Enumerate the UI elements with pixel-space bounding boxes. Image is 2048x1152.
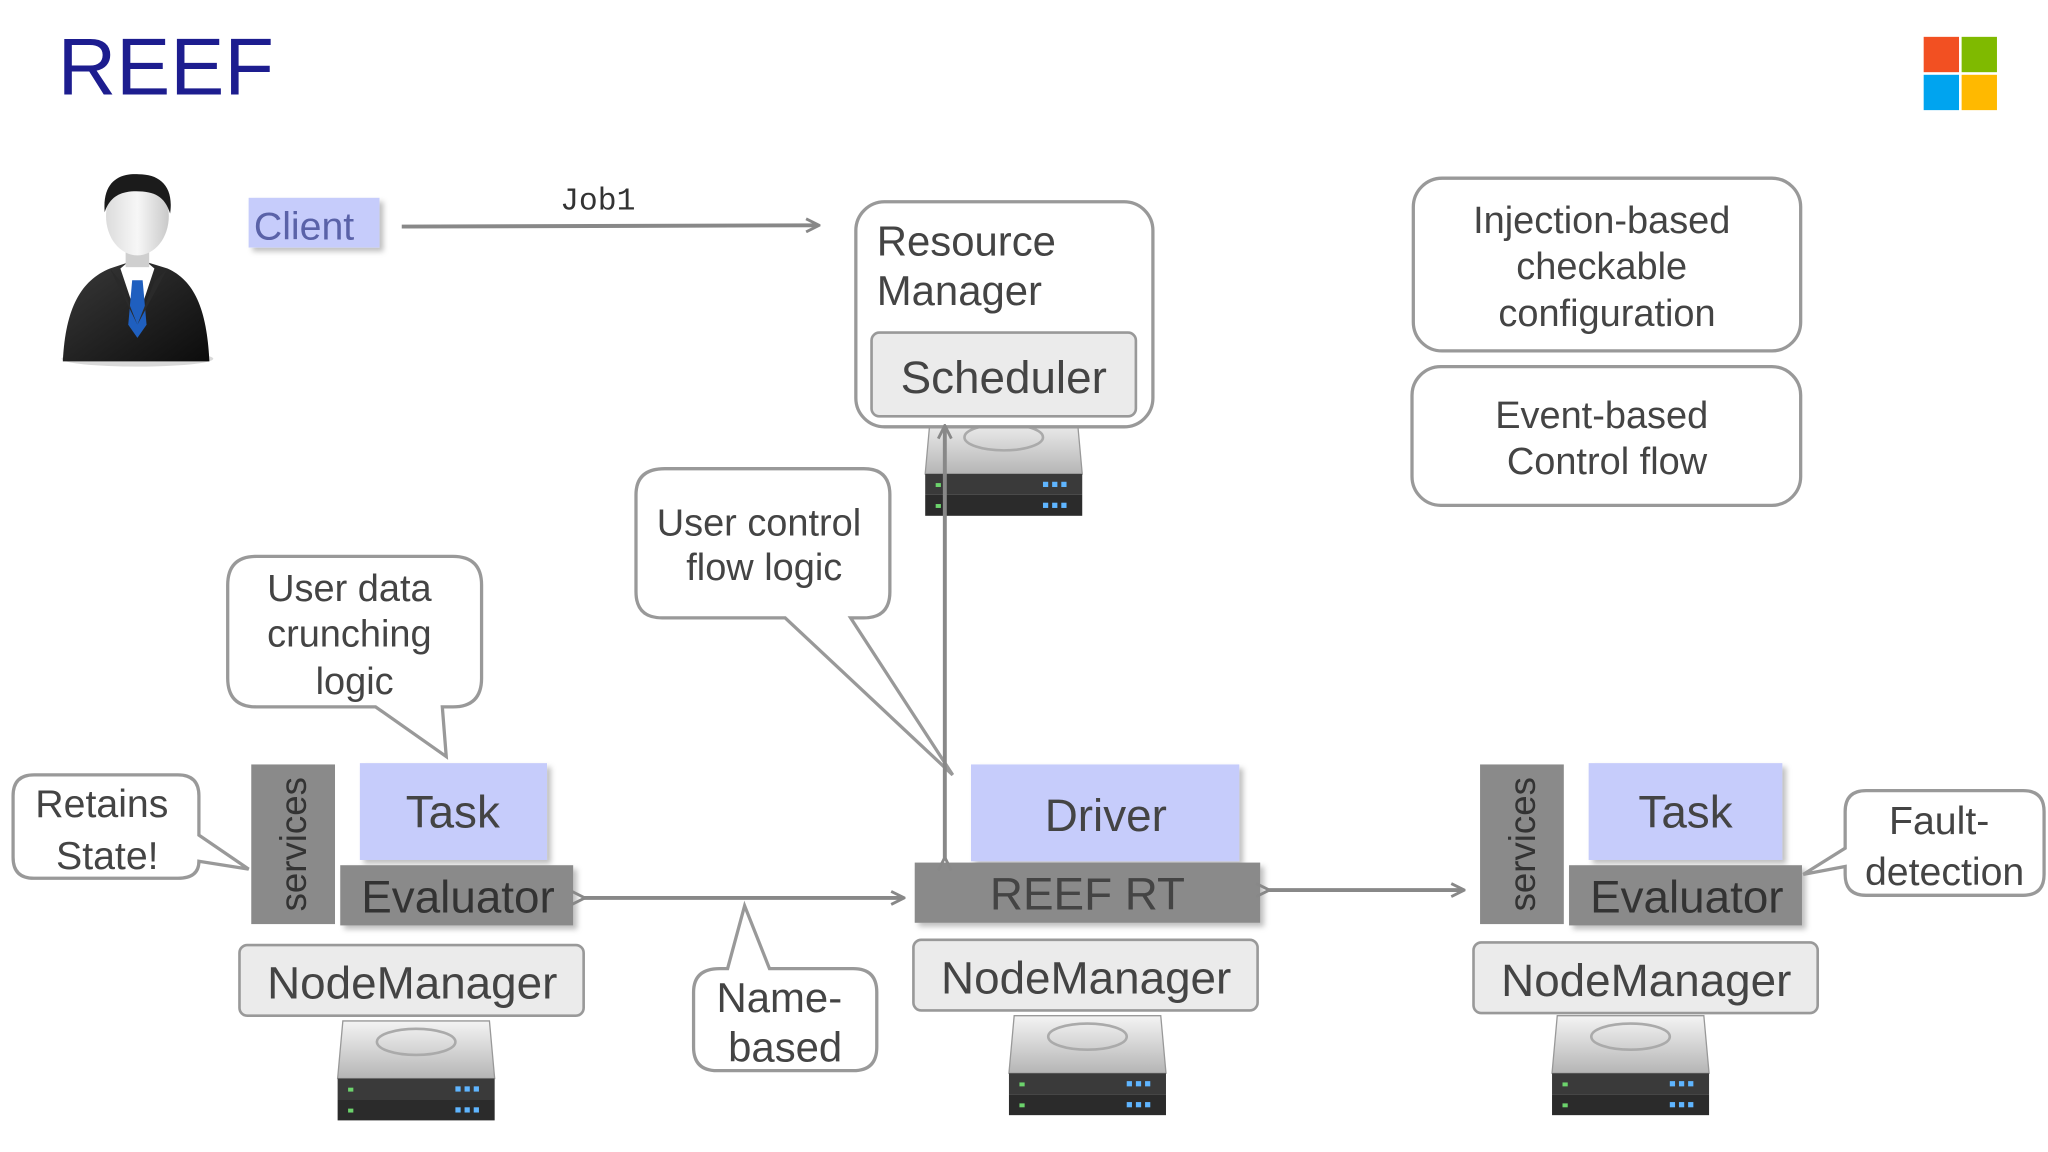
left-evaluator-label: Evaluator bbox=[361, 871, 554, 922]
left-task-box bbox=[359, 763, 548, 860]
businessman-icon bbox=[61, 174, 214, 367]
center-nodemanager-box bbox=[912, 938, 1259, 1012]
server-icon bbox=[1008, 1015, 1167, 1116]
server-icon bbox=[924, 415, 1083, 516]
job-label: Job1 bbox=[560, 185, 635, 220]
event-control-label: Event-based Control flow bbox=[1495, 395, 1719, 483]
right-nodemanager-box bbox=[1472, 941, 1819, 1015]
client-box bbox=[248, 197, 380, 248]
left-services-bar bbox=[251, 764, 336, 925]
scheduler-label: Scheduler bbox=[901, 352, 1107, 403]
right-nodemanager-label: NodeManager bbox=[1501, 955, 1791, 1006]
right-evaluator-bar bbox=[1569, 865, 1802, 926]
user-data-callout bbox=[226, 554, 484, 760]
slide-title: REEF bbox=[58, 22, 274, 112]
left-services-label: services bbox=[273, 777, 314, 911]
reef-runtime-bar bbox=[914, 862, 1261, 923]
user-control-callout bbox=[634, 467, 955, 777]
right-services-bar bbox=[1480, 764, 1564, 925]
injection-config-box bbox=[1411, 176, 1803, 353]
retains-state-callout bbox=[11, 773, 250, 880]
user-data-label: User data crunching logic bbox=[267, 568, 442, 703]
event-control-box bbox=[1410, 364, 1803, 507]
fault-detection-label: Fault- detection bbox=[1865, 799, 2024, 894]
server-icon bbox=[336, 1020, 496, 1121]
left-task-label: Task bbox=[406, 786, 500, 837]
server-icon bbox=[1551, 1015, 1710, 1116]
reef-runtime-label: REEF RT bbox=[990, 869, 1185, 920]
driver-box bbox=[971, 764, 1240, 862]
driver-label: Driver bbox=[1045, 790, 1167, 841]
user-control-label: User control flow logic bbox=[657, 502, 872, 588]
right-services-label: services bbox=[1502, 777, 1543, 911]
windows-logo-icon bbox=[1923, 36, 1997, 111]
job-arrow bbox=[401, 225, 818, 226]
left-nodemanager-label: NodeManager bbox=[267, 958, 557, 1009]
retains-state-label: Retains State! bbox=[35, 782, 179, 878]
fault-detection-callout bbox=[1802, 788, 2046, 897]
right-evaluator-label: Evaluator bbox=[1590, 871, 1783, 922]
name-based-label: Name- based bbox=[717, 974, 854, 1071]
center-nodemanager-label: NodeManager bbox=[941, 952, 1231, 1003]
right-task-box bbox=[1588, 763, 1783, 860]
resource-manager-label: Resource Manager bbox=[877, 217, 1068, 314]
right-task-label: Task bbox=[1638, 786, 1732, 837]
client-label: Client bbox=[254, 205, 354, 249]
injection-config-label: Injection-based checkable configuration bbox=[1473, 200, 1741, 335]
left-evaluator-bar bbox=[340, 865, 574, 926]
left-nodemanager-box bbox=[238, 943, 585, 1018]
scheduler-box bbox=[870, 331, 1138, 418]
name-based-callout bbox=[691, 900, 879, 1073]
